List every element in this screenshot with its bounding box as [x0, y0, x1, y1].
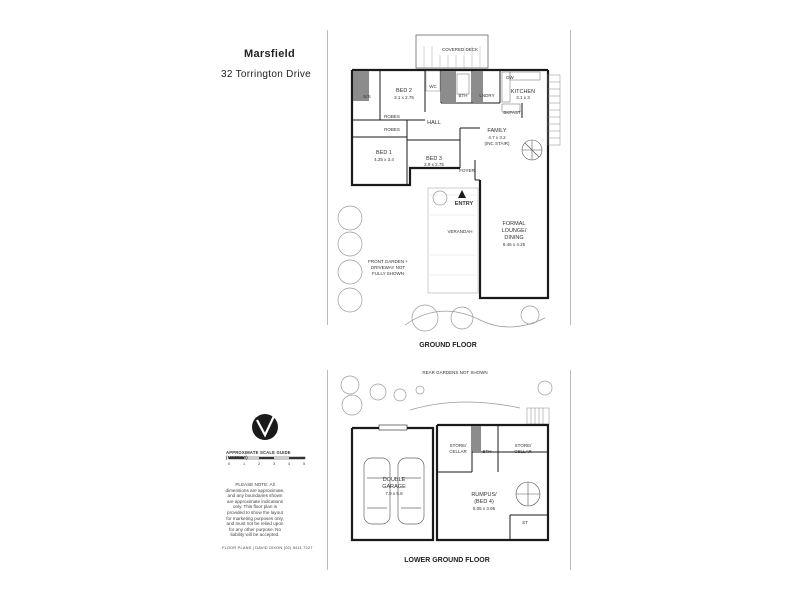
label-garage-2: GARAGE: [382, 484, 406, 490]
scale-bar: 0 1 2 3 4 5: [228, 456, 306, 466]
label-wc: WC: [429, 84, 437, 89]
lower-side-stairs: [526, 407, 550, 425]
label-family-note: (INC STAIR): [485, 141, 510, 146]
divider-right: [570, 30, 571, 325]
label-verandah: VERANDAH: [447, 229, 472, 234]
divider-left-lower: [327, 370, 328, 570]
label-store-1b: CELLAR: [449, 449, 467, 454]
label-garage-size: 7.9 x 5.9: [385, 491, 403, 496]
label-rear-gardens: REAR GARDENS NOT SHOWN: [422, 370, 487, 375]
label-garage-1: DOUBLE: [383, 477, 406, 483]
label-garden-2: DRIVEWAY NOT: [371, 265, 405, 270]
label-rumpus-size: 5.05 x 3.95: [473, 506, 496, 511]
label-robes-1: ROBES: [384, 114, 400, 119]
label-formal-size: 9.45 x 4.25: [503, 242, 526, 247]
label-formal-2: LOUNGE/: [502, 228, 527, 234]
north-logo: [252, 414, 278, 440]
label-dw: DW: [506, 75, 514, 80]
label-bed3-size: 2.9 x 2.75: [424, 162, 444, 167]
label-kitchen: KITCHEN: [511, 89, 535, 95]
label-garden-1: FRONT GARDEN +: [368, 259, 408, 264]
family-spiral-stair: [521, 139, 543, 161]
label-bed2: BED 2: [396, 88, 412, 94]
divider-right-lower: [570, 370, 571, 570]
disclaimer-note: PLEASE NOTE: All dimensions are approxim…: [225, 482, 285, 538]
divider-left: [327, 30, 328, 325]
covered-deck: COVERED DECK: [415, 34, 489, 69]
label-store-1a: STORE/: [450, 443, 467, 448]
scale-tick-5: 5: [303, 462, 305, 466]
ground-floor-plan: COVERED DECK: [337, 34, 561, 349]
lower-floor-label: LOWER GROUND FLOOR: [404, 557, 490, 564]
scale-title: APPROXIMATE SCALE GUIDE (METRES): [226, 450, 291, 460]
verandah: [427, 187, 479, 294]
scale-tick-0: 0: [228, 462, 230, 466]
lower-trees: [340, 375, 553, 416]
label-garden-3: FULLY SHOWN: [372, 271, 404, 276]
label-formal-3: DINING: [504, 235, 523, 241]
side-stairs: [547, 74, 561, 146]
label-entry: ENTRY: [455, 201, 474, 207]
entry-arrow: [458, 190, 466, 198]
label-st: ST: [522, 520, 528, 525]
label-rumpus-2: (BED 4): [474, 499, 494, 505]
label-rumpus-1: RUMPUS/: [471, 492, 497, 498]
label-lower-bth: BTH: [483, 449, 492, 454]
label-store-2b: CELLAR: [514, 449, 532, 454]
label-hall: HALL: [427, 120, 441, 126]
ground-trees: [337, 190, 546, 332]
property-address: 32 Torrington Drive: [221, 69, 312, 80]
lower-floor-plan: REAR GARDENS NOT SHOWN: [340, 370, 553, 564]
scale-tick-2: 2: [258, 462, 260, 466]
label-bed1: BED 1: [376, 150, 392, 156]
label-formal-1: FORMAL: [503, 221, 526, 227]
label-covered-deck: COVERED DECK: [442, 47, 478, 52]
lower-bath-tile: [473, 426, 481, 451]
laundry-tile: [473, 71, 483, 102]
label-store-2a: STORE/: [515, 443, 532, 448]
label-bed1-size: 4.25 x 3.4: [374, 157, 394, 162]
bath-tile: [442, 71, 456, 102]
scale-tick-3: 3: [273, 462, 275, 466]
label-ensuite: E/S: [363, 94, 370, 99]
label-foyer: FOYER: [459, 168, 475, 173]
label-robes-2: ROBES: [384, 127, 400, 132]
scale-tick-1: 1: [243, 462, 245, 466]
lower-spiral-stair: [515, 481, 541, 507]
label-family: FAMILY: [487, 128, 506, 134]
plan-credit: FLOOR PLANS | DAVID DIXON (02) 9411 7227: [222, 545, 313, 550]
label-bth: BTH: [459, 93, 468, 98]
property-suburb: Marsfield: [244, 48, 295, 60]
garage-cars: [363, 457, 425, 525]
scale-tick-4: 4: [288, 462, 290, 466]
label-bed2-size: 3.1 x 2.75: [394, 95, 414, 100]
label-family-size: 4.7 x 3.2: [488, 135, 506, 140]
ensuite-tile: [353, 71, 369, 101]
label-bkfast: BKFAST: [503, 110, 521, 115]
label-kitchen-size: 3.1 x 3: [516, 95, 530, 100]
label-lndry: LNDRY: [479, 93, 494, 98]
label-bed3: BED 3: [426, 156, 442, 162]
ground-floor-label: GROUND FLOOR: [419, 342, 477, 349]
